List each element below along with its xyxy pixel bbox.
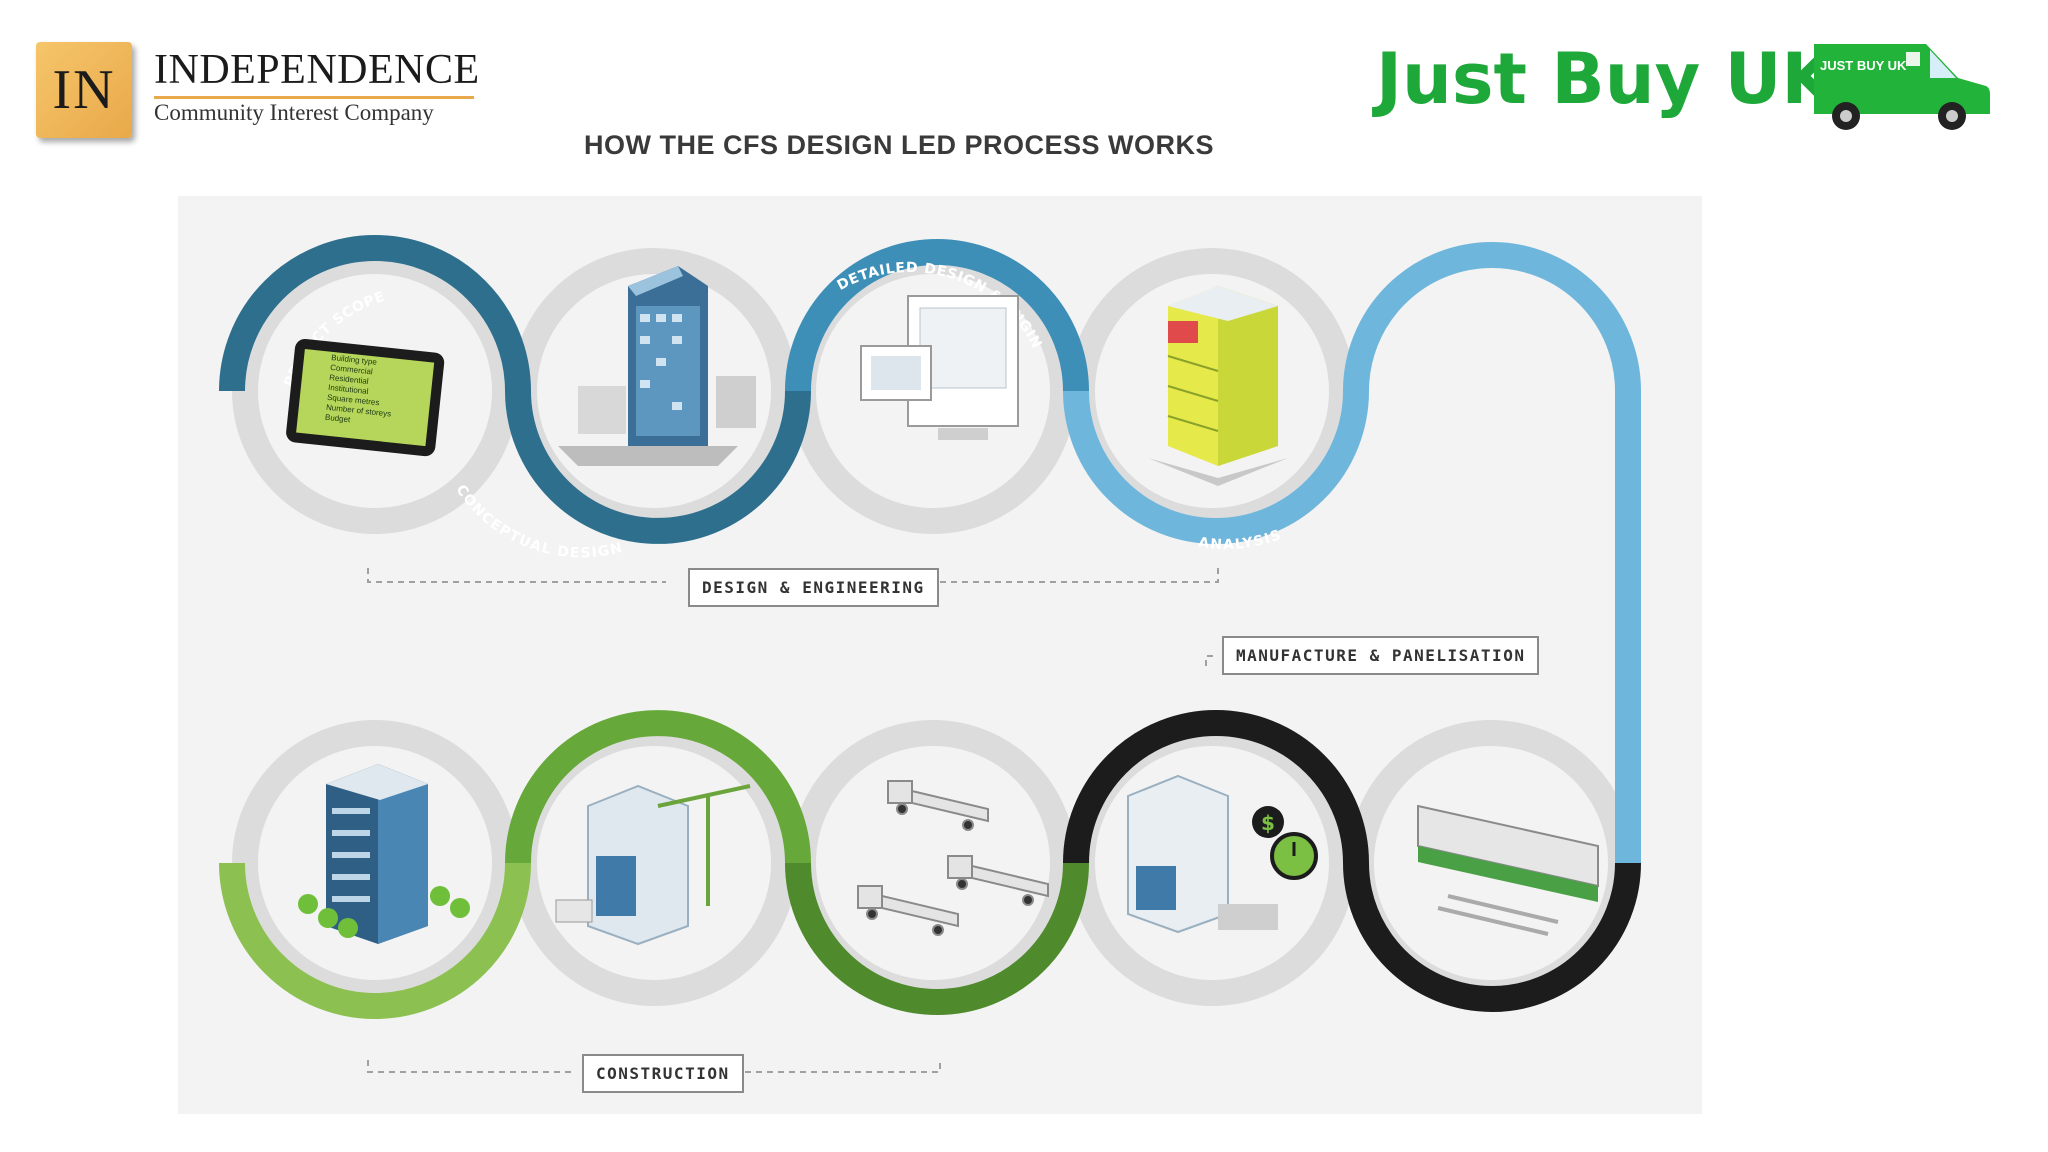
- logo-text: IN: [52, 59, 116, 121]
- svg-text:Commercial: Commercial: [330, 363, 374, 376]
- finished-building-icon: [298, 764, 470, 944]
- tablet-checklist: Building type Commercial Residential Ins…: [325, 353, 392, 425]
- construction-site-icon: [555, 784, 751, 946]
- design-flow-path: [219, 235, 1641, 863]
- panel-machine-icon: [1417, 804, 1599, 936]
- diagram-title: HOW THE CFS DESIGN LED PROCESS WORKS: [584, 130, 1215, 160]
- svg-text:$: $: [1261, 811, 1275, 835]
- cost-time-building-icon: $: [1127, 774, 1318, 934]
- cad-drawings-icon: [860, 295, 1019, 440]
- van-label: JUST BUY UK: [1820, 58, 1907, 73]
- van-icon: JUST BUY UK: [1814, 44, 1990, 130]
- svg-text:Budget: Budget: [325, 413, 352, 425]
- stopwatch-icon: [1270, 832, 1318, 880]
- dollar-icon: $: [1252, 806, 1284, 838]
- svg-text:Residential: Residential: [329, 373, 370, 386]
- org-subtitle: Community Interest Company: [154, 100, 434, 125]
- stage-label-design: DESIGN & ENGINEERING: [688, 568, 939, 607]
- analysis-building-icon: [1148, 286, 1288, 486]
- process-flow: PROJECT SCOPE CONCEPTUAL DESIGN DETAILED…: [178, 196, 1641, 1073]
- stage-label-construction: CONSTRUCTION: [582, 1054, 744, 1093]
- process-diagram: PROJECT SCOPE CONCEPTUAL DESIGN DETAILED…: [178, 196, 1702, 1114]
- delivery-trucks-icon: [857, 780, 1049, 936]
- concept-building-icon: [558, 266, 756, 466]
- brand-name: Just Buy UK: [1376, 38, 1836, 120]
- org-name: INDEPENDENCE: [154, 47, 480, 93]
- logo-mark: IN: [36, 42, 132, 138]
- stage-label-manufacture: MANUFACTURE & PANELISATION: [1222, 636, 1540, 675]
- org-divider: [154, 96, 474, 99]
- svg-text:Institutional: Institutional: [328, 383, 369, 396]
- tablet-icon: [286, 338, 445, 457]
- build-flow-path: [219, 710, 1641, 1019]
